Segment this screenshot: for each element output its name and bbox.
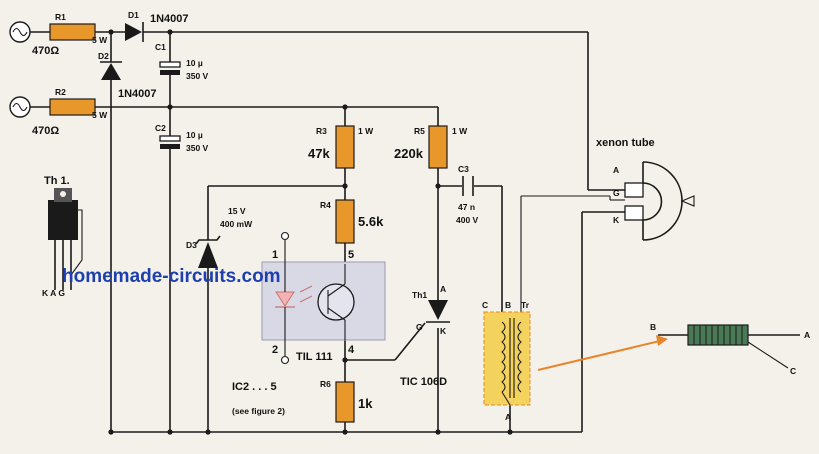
capacitor-c2 [159, 135, 181, 149]
tr-ref-label: Tr [521, 300, 530, 310]
c2-ref-label: C2 [155, 123, 166, 133]
resistor-r1 [49, 23, 96, 41]
r3-rating-label: 1 W [358, 126, 374, 136]
d2-ref-label: D2 [98, 51, 109, 61]
ic-part-label: TIL 111 [296, 351, 333, 363]
ac-source-2 [9, 96, 31, 118]
d1-part-label: 1N4007 [150, 13, 189, 25]
coil-a-label: A [804, 330, 810, 340]
trigger-transformer [483, 311, 531, 406]
c3-cap-label: 47 n [458, 202, 475, 212]
d3-power-label: 400 mW [220, 219, 253, 229]
r5-ref-label: R5 [414, 126, 425, 136]
th1-anode-label: A [440, 284, 446, 294]
tr-c-label: C [482, 300, 488, 310]
d3-volt-label: 15 V [228, 206, 246, 216]
r2-ref-label: R2 [55, 87, 66, 97]
xenon-tube [624, 161, 695, 241]
r1-rating-label: 5 W [92, 35, 108, 45]
r3-value-label: 47k [308, 146, 330, 161]
capacitor-c1 [159, 61, 181, 75]
th1-cathode-label: K [440, 326, 447, 336]
d2-part-label: 1N4007 [118, 88, 157, 100]
r5-value-label: 220k [394, 146, 424, 161]
diode-d2 [100, 61, 122, 80]
xenon-g-label: G [613, 188, 620, 198]
labels: R1 5 W 470Ω R2 5 W 470Ω D1 1N4007 D2 1N4… [32, 10, 810, 422]
r2-rating-label: 5 W [92, 110, 108, 120]
trigger-coil-drawing [658, 324, 800, 369]
resistor-r4 [335, 199, 355, 244]
optocoupler-til111 [261, 231, 386, 365]
watermark-text: homemade-circuits.com [62, 266, 281, 287]
d1-ref-label: D1 [128, 10, 139, 20]
junction-dots [108, 29, 513, 435]
xenon-a-label: A [613, 165, 619, 175]
c1-volt-label: 350 V [186, 71, 209, 81]
coil-b-label: B [650, 322, 656, 332]
c1-ref-label: C1 [155, 42, 166, 52]
c2-cap-label: 10 µ [186, 130, 203, 140]
zener-diode-d3 [195, 235, 221, 268]
r5-rating-label: 1 W [452, 126, 468, 136]
xenon-k-label: K [613, 215, 620, 225]
ic-note-label: (see figure 2) [232, 406, 285, 416]
c1-cap-label: 10 µ [186, 58, 203, 68]
r3-ref-label: R3 [316, 126, 327, 136]
resistor-r6 [335, 381, 355, 423]
ic-pin4-label: 4 [348, 344, 355, 356]
tr-a-label: A [505, 412, 511, 422]
capacitor-c3 [462, 176, 474, 196]
th1-part-label: TIC 106D [400, 376, 447, 388]
xenon-tube-label: xenon tube [596, 137, 655, 149]
c3-ref-label: C3 [458, 164, 469, 174]
coil-c-label: C [790, 366, 796, 376]
r1-value-label: 470Ω [32, 45, 59, 57]
c2-volt-label: 350 V [186, 143, 209, 153]
ic-group-label: IC2 . . . 5 [232, 381, 277, 393]
ic-pin5-label: 5 [348, 249, 354, 261]
resistor-r2 [49, 98, 96, 116]
r4-ref-label: R4 [320, 200, 331, 210]
pointer-arrow [537, 335, 668, 371]
c3-volt-label: 400 V [456, 215, 479, 225]
th-package-title: Th 1. [44, 175, 70, 187]
r6-value-label: 1k [358, 396, 373, 411]
th1-ref-label: Th1 [412, 290, 427, 300]
r4-value-label: 5.6k [358, 214, 384, 229]
diode-d1 [125, 22, 144, 42]
th-package-pins: K A G [42, 288, 65, 298]
r2-value-label: 470Ω [32, 125, 59, 137]
ic-pin2-label: 2 [272, 344, 278, 356]
ic-pin1-label: 1 [272, 249, 278, 261]
thyristor-package [48, 188, 83, 290]
d3-ref-label: D3 [186, 240, 197, 250]
tr-b-label: B [505, 300, 511, 310]
r6-ref-label: R6 [320, 379, 331, 389]
thyristor-th1 [426, 300, 450, 323]
ac-source-1 [9, 21, 31, 43]
th1-gate-label: G [416, 322, 423, 332]
r1-ref-label: R1 [55, 12, 66, 22]
resistor-r5 [428, 125, 448, 169]
resistor-r3 [335, 125, 355, 169]
